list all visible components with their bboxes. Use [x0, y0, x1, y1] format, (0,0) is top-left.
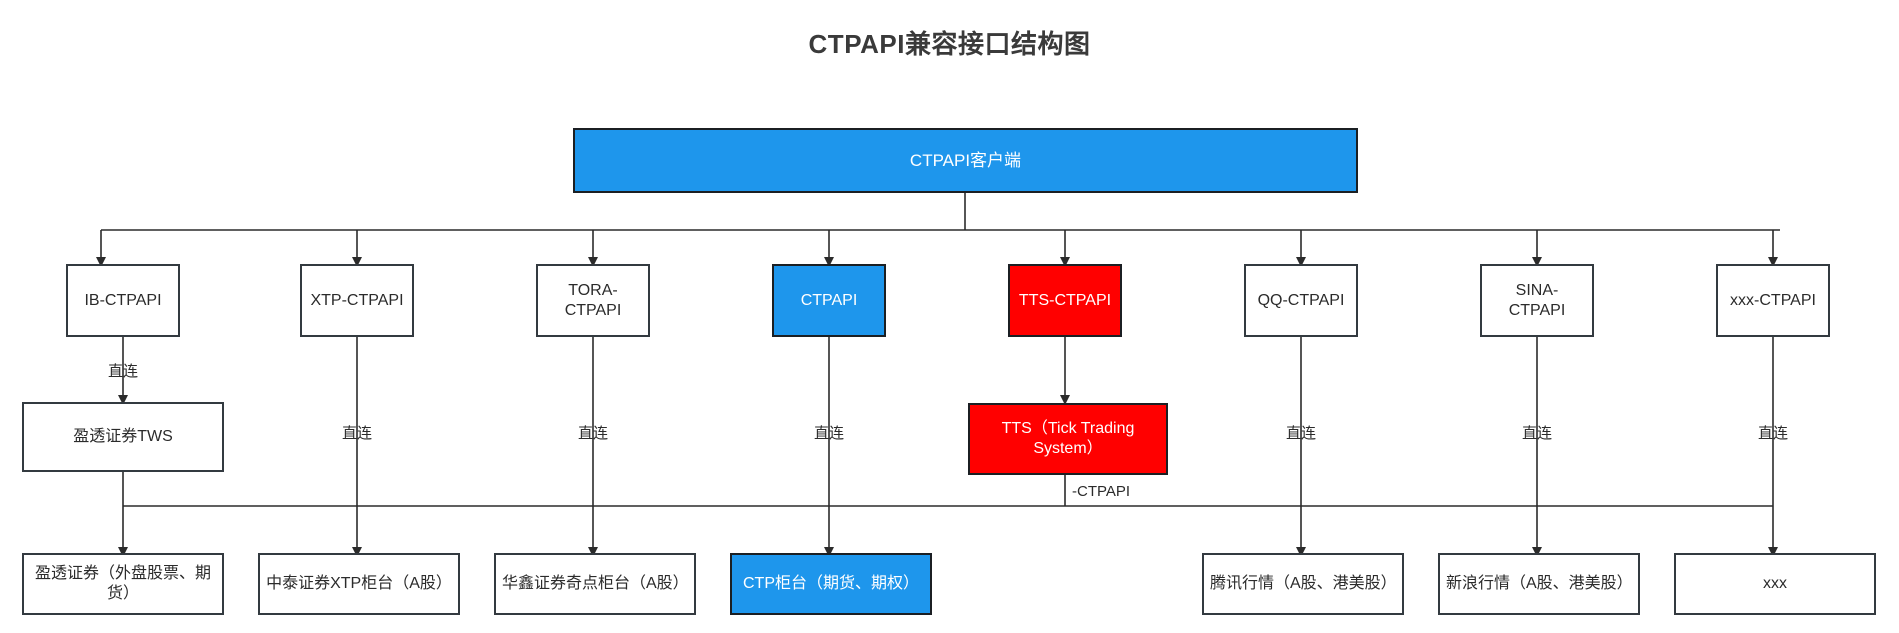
edge-label-direct-ib: 直连 [107, 363, 139, 380]
node-ctpapi-client[interactable]: CTPAPI客户端 [573, 128, 1358, 193]
node-label: 盈透证券（外盘股票、期货） [34, 565, 211, 602]
node-label: 盈透证券TWS [73, 428, 173, 445]
node-backend-xxx[interactable]: xxx [1674, 553, 1876, 615]
node-tts-system[interactable]: TTS（Tick Trading System） [968, 403, 1168, 475]
node-xtp-ctpapi[interactable]: XTP-CTPAPI [300, 264, 414, 337]
node-backend-xtp[interactable]: 中泰证券XTP柜台（A股） [258, 553, 460, 615]
node-yingtou-tws[interactable]: 盈透证券TWS [22, 402, 224, 472]
node-label: xxx-CTPAPI [1730, 291, 1816, 309]
node-tts-ctpapi[interactable]: TTS-CTPAPI [1008, 264, 1122, 337]
node-label: CTPAPI [800, 291, 858, 309]
node-xxx-ctpapi[interactable]: xxx-CTPAPI [1716, 264, 1830, 337]
node-label: 腾讯行情（A股、港美股） [1210, 575, 1397, 592]
node-ctpapi[interactable]: CTPAPI [772, 264, 886, 337]
edge-label-direct-xtp: 直连 [341, 425, 373, 442]
node-label: SINA-CTPAPI [1508, 281, 1566, 319]
edge-label-direct-ctpapi: 直连 [813, 425, 845, 442]
node-label: TTS-CTPAPI [1018, 291, 1112, 309]
node-backend-qq[interactable]: 腾讯行情（A股、港美股） [1202, 553, 1404, 615]
node-qq-ctpapi[interactable]: QQ-CTPAPI [1244, 264, 1358, 337]
node-tora-ctpapi[interactable]: TORA-CTPAPI [536, 264, 650, 337]
node-label: 中泰证券XTP柜台（A股） [266, 575, 452, 592]
node-backend-sina[interactable]: 新浪行情（A股、港美股） [1438, 553, 1640, 615]
node-ib-ctpapi[interactable]: IB-CTPAPI [66, 264, 180, 337]
node-label: xxx [1763, 575, 1787, 592]
node-label: XTP-CTPAPI [310, 291, 404, 309]
node-label: CTP柜台（期货、期权） [742, 575, 919, 592]
node-label: CTPAPI客户端 [909, 150, 1022, 170]
node-backend-tora[interactable]: 华鑫证券奇点柜台（A股） [494, 553, 696, 615]
node-label: IB-CTPAPI [84, 291, 162, 309]
node-label: QQ-CTPAPI [1257, 291, 1345, 309]
edge-label-direct-sina: 直连 [1521, 425, 1553, 442]
node-backend-ib[interactable]: 盈透证券（外盘股票、期货） [22, 553, 224, 615]
node-label: 新浪行情（A股、港美股） [1446, 575, 1633, 592]
node-label: 华鑫证券奇点柜台（A股） [502, 575, 689, 592]
node-sina-ctpapi[interactable]: SINA-CTPAPI [1480, 264, 1594, 337]
page-title: CTPAPI兼容接口结构图 [808, 29, 1091, 59]
node-backend-ctp[interactable]: CTP柜台（期货、期权） [730, 553, 932, 615]
edge-label-direct-xxx: 直连 [1757, 425, 1789, 442]
node-label: TORA-CTPAPI [564, 281, 622, 319]
node-label: TTS（Tick Trading System） [1001, 420, 1135, 457]
edge-label-ctpapi-suffix: -CTPAPI [1072, 483, 1131, 500]
edge-label-direct-qq: 直连 [1285, 425, 1317, 442]
edge-label-direct-tora: 直连 [577, 425, 609, 442]
